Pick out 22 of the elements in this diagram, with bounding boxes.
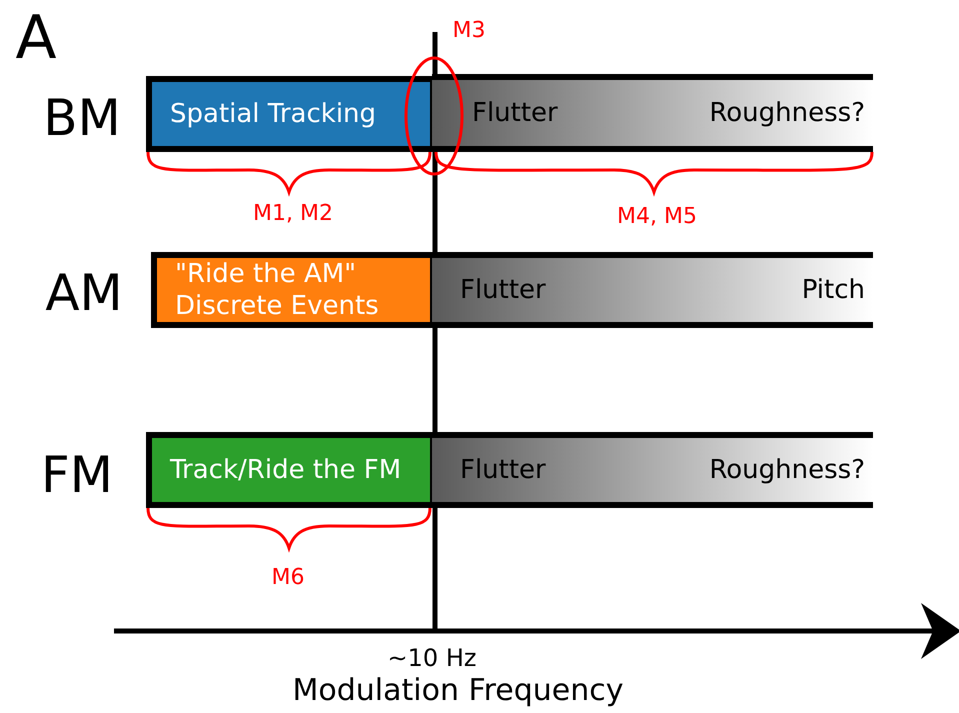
annotation-label: M1, M2: [253, 203, 333, 225]
box-text: Spatial Tracking: [170, 98, 376, 130]
box-text: "Ride the AM" Discrete Events: [175, 258, 380, 322]
box-text: Flutter: [472, 96, 558, 130]
axis-label: Modulation Frequency: [292, 676, 624, 706]
box-text: Pitch: [802, 274, 865, 306]
annotation-label: M3: [452, 20, 486, 42]
panel-letter: A: [15, 8, 57, 68]
axis-label: ~10 Hz: [388, 646, 476, 670]
gradient-bar: [432, 74, 873, 152]
box-text: Roughness?: [709, 454, 865, 486]
annotation-label: M4, M5: [617, 206, 697, 228]
annotation-label: M6: [272, 567, 304, 589]
box-text: Track/Ride the FM: [170, 454, 402, 486]
axis-label: AM: [45, 268, 123, 318]
box-text: Flutter: [460, 274, 546, 306]
box-text: Flutter: [460, 454, 546, 486]
box-text: Roughness?: [709, 96, 865, 130]
axis-label: BM: [43, 93, 121, 143]
gradient-bar: [432, 432, 873, 508]
axis-label: FM: [41, 450, 113, 500]
gradient-bar: [432, 252, 873, 328]
